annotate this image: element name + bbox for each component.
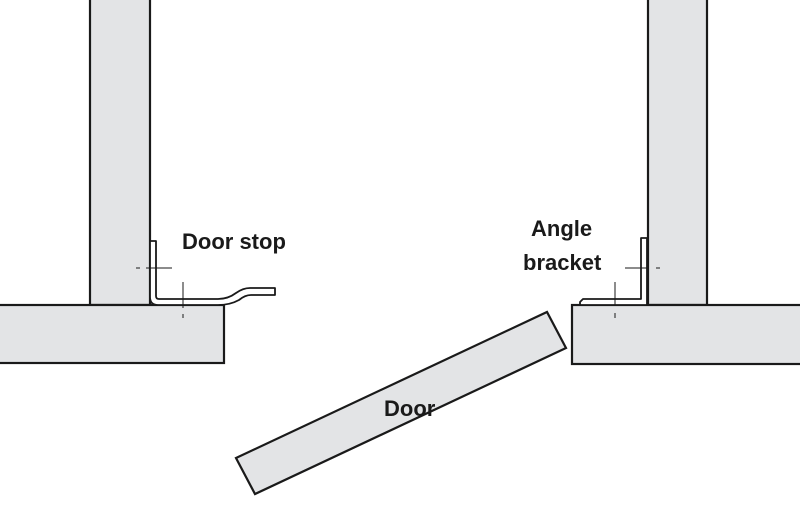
door-panel xyxy=(234,310,568,496)
left-floor-slab xyxy=(0,303,226,365)
angle-bracket xyxy=(579,237,648,306)
left-wall-post xyxy=(88,0,152,307)
door-stop-label: Door stop xyxy=(182,229,286,254)
right-wall-post xyxy=(646,0,709,307)
right-floor-slab xyxy=(570,303,800,366)
angle-bracket-label-line1: Angle xyxy=(531,216,592,241)
angle-bracket-label-line2: bracket xyxy=(523,250,602,275)
right-centerline-marks xyxy=(614,267,660,318)
left-centerline-marks xyxy=(136,267,184,318)
door-stop-bracket xyxy=(149,240,276,306)
door-label: Door xyxy=(384,396,436,421)
